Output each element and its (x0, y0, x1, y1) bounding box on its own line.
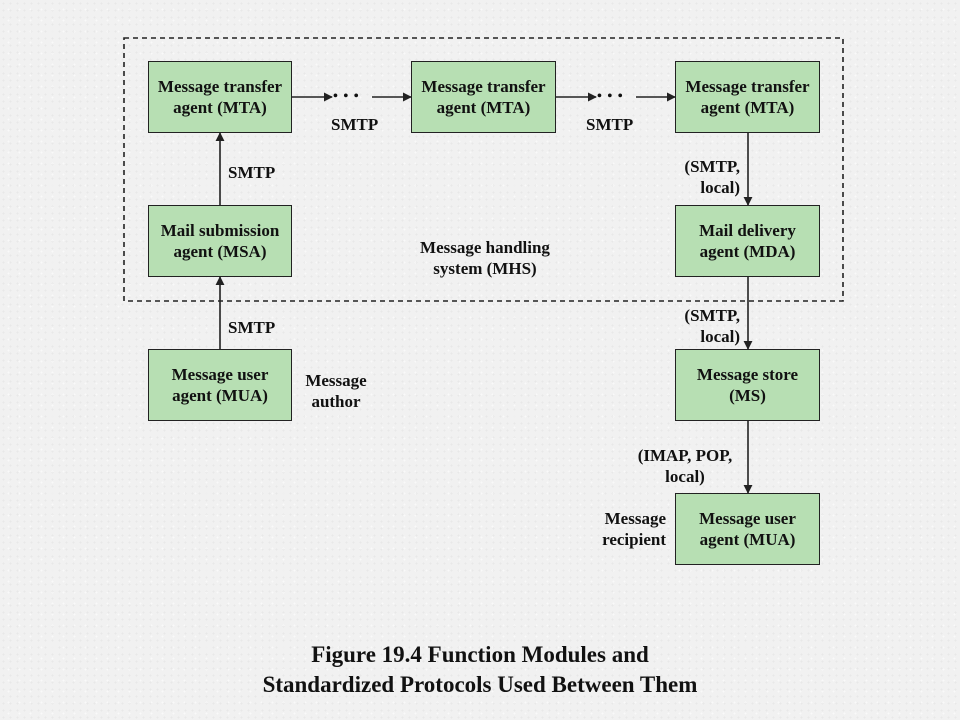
mua-recipient-box: Message user agent (MUA) (675, 493, 820, 565)
ellipsis-2: • • • (597, 89, 624, 104)
mda-box: Mail delivery agent (MDA) (675, 205, 820, 277)
mua-recipient-box-line1: Message user (699, 509, 796, 528)
mhs-label-line1: Message handling (420, 238, 550, 257)
mua-sender-box: Message user agent (MUA) (148, 349, 292, 421)
ms-box-line1: Message store (696, 365, 799, 384)
mua-sender-box-line2: agent (MUA) (172, 386, 268, 405)
protocol-label-ms-mua-line1: (IMAP, POP, (637, 446, 733, 465)
mta-box-2: Message transfer agent (MTA) (411, 61, 556, 133)
mta-box-1-line1: Message transfer (157, 77, 283, 96)
mhs-label: Message handling system (MHS) (400, 237, 570, 279)
figure-caption: Figure 19.4 Function Modules and Standar… (0, 640, 960, 700)
ms-box-line2: (MS) (729, 386, 766, 405)
mta-box-1: Message transfer agent (MTA) (148, 61, 292, 133)
figure-caption-line1: Figure 19.4 Function Modules and (311, 642, 649, 667)
figure-caption-line2: Standardized Protocols Used Between Them (262, 672, 698, 697)
protocol-label-ms-mua-line2: local) (665, 467, 705, 486)
mta-box-3-line1: Message transfer (685, 77, 810, 96)
mua-sender-box-line1: Message user (171, 365, 269, 384)
protocol-label-msa-mta1: SMTP (228, 163, 276, 182)
protocol-label-mta2-mta3: SMTP (586, 115, 634, 134)
protocol-label-ms-mua: (IMAP, POP, local) (625, 445, 745, 487)
protocol-label-mda-ms-line2: local) (700, 327, 740, 346)
msa-box: Mail submission agent (MSA) (148, 205, 292, 277)
mda-box-line2: agent (MDA) (699, 242, 796, 261)
message-recipient-label-line2: recipient (602, 530, 666, 549)
ms-box: Message store (MS) (675, 349, 820, 421)
protocol-label-mta3-mda: (SMTP, local) (660, 156, 740, 198)
protocol-label-mda-ms: (SMTP, local) (660, 305, 740, 347)
mta-box-2-line2: agent (MTA) (436, 98, 531, 117)
protocol-label-mta3-mda-line1: (SMTP, (684, 157, 740, 176)
mhs-boundary (123, 37, 844, 302)
mua-recipient-box-line2: agent (MUA) (699, 530, 796, 549)
msa-box-line2: agent (MSA) (173, 242, 267, 261)
message-author-label-line1: Message (305, 371, 367, 390)
mhs-label-line2: system (MHS) (433, 259, 537, 278)
message-author-label: Message author (296, 370, 376, 412)
mta-box-3: Message transfer agent (MTA) (675, 61, 820, 133)
ellipsis-1: • • • (333, 89, 360, 104)
message-recipient-label: Message recipient (580, 508, 666, 550)
mda-box-line1: Mail delivery (699, 221, 796, 240)
mta-box-3-line2: agent (MTA) (700, 98, 795, 117)
message-author-label-line2: author (311, 392, 361, 411)
protocol-label-mua-msa: SMTP (228, 318, 276, 337)
mta-box-1-line2: agent (MTA) (173, 98, 267, 117)
msa-box-line1: Mail submission (160, 221, 280, 240)
protocol-label-mta3-mda-line2: local) (700, 178, 740, 197)
message-recipient-label-line1: Message (604, 509, 666, 528)
protocol-label-mda-ms-line1: (SMTP, (684, 306, 740, 325)
protocol-label-mta1-mta2: SMTP (331, 115, 379, 134)
mta-box-2-line1: Message transfer (421, 77, 546, 96)
